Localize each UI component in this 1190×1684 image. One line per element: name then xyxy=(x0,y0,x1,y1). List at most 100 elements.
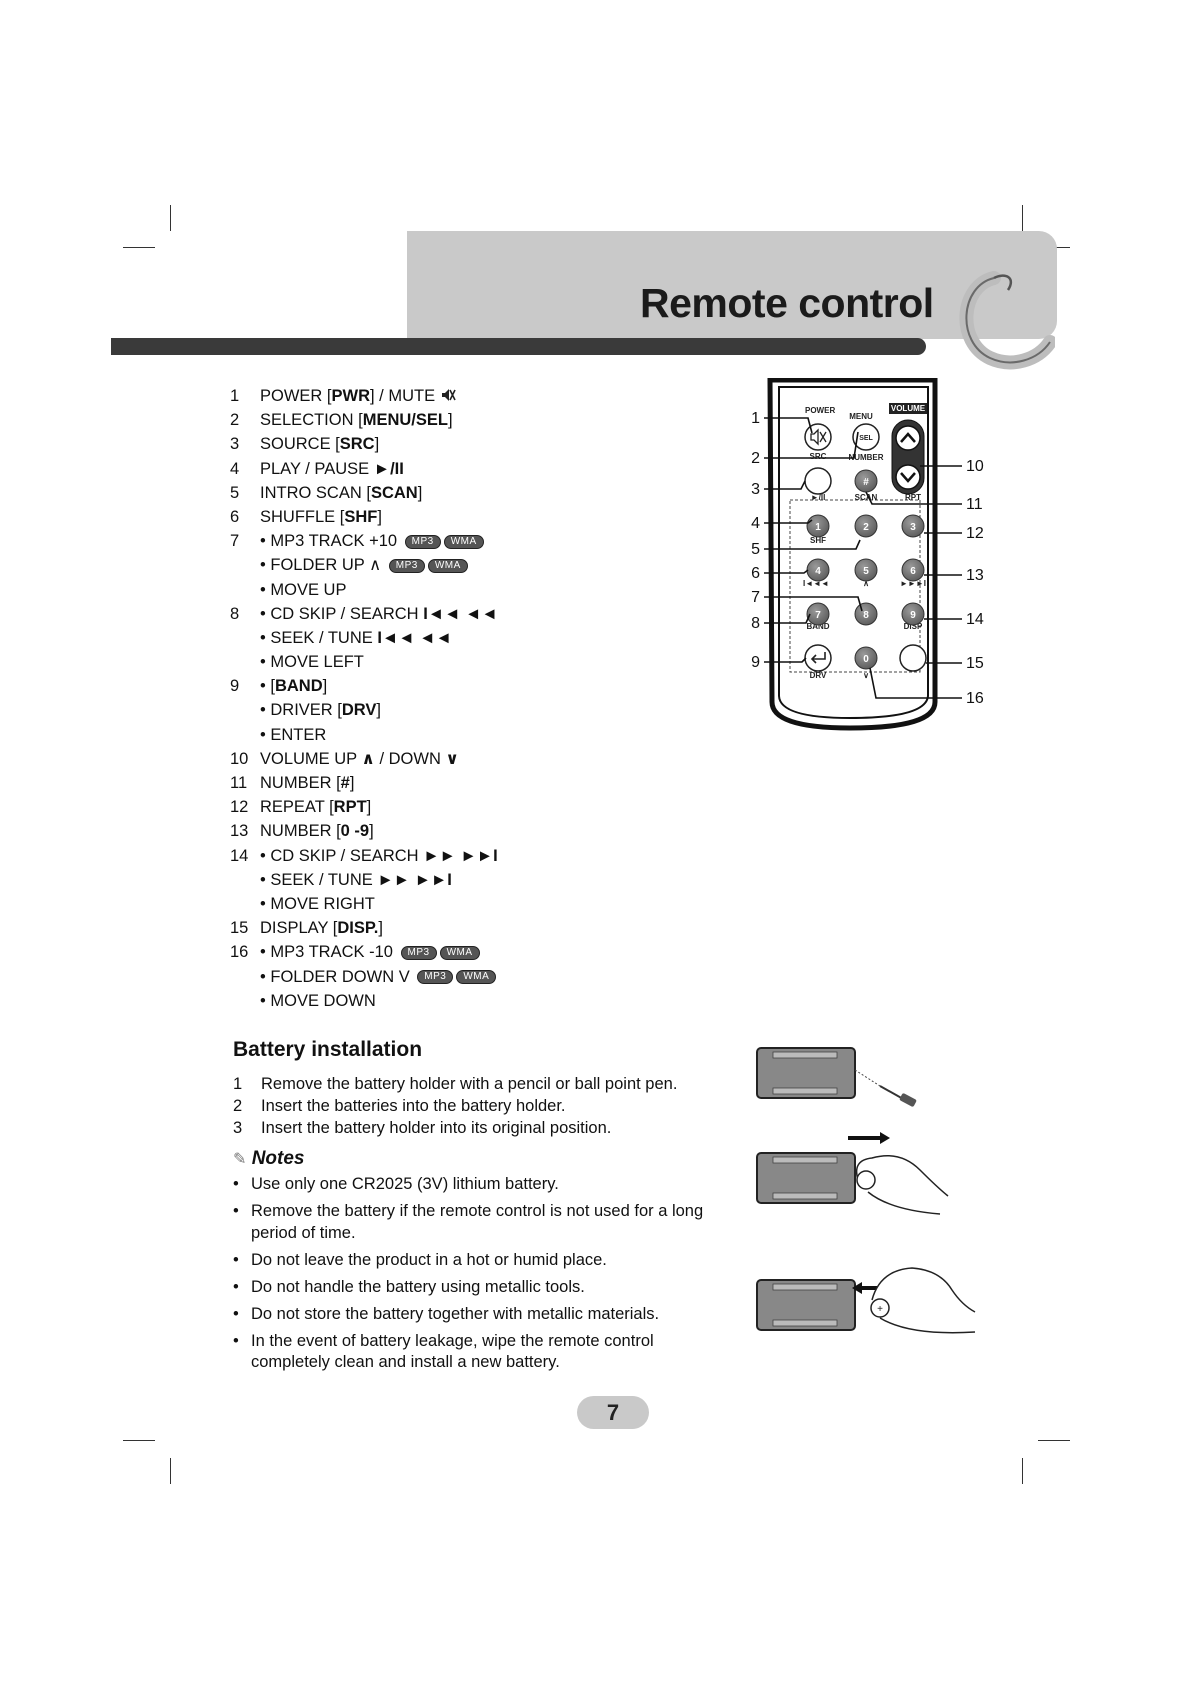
callout-number: 13 xyxy=(966,567,984,584)
item-text: SELECTION [MENU/SEL] xyxy=(260,408,453,432)
item-number: 2 xyxy=(230,411,240,430)
digit-button[interactable] xyxy=(806,602,830,626)
item-text-part: • MOVE DOWN xyxy=(260,991,376,1010)
notes-heading: ✎ Notes xyxy=(233,1148,304,1170)
digit-label: 4 xyxy=(815,566,821,577)
key-label: PWR xyxy=(331,387,371,405)
remote-label-prev: I◄◄◄ xyxy=(803,579,829,588)
crop-mark xyxy=(1022,1458,1023,1484)
digit-button[interactable] xyxy=(901,558,925,582)
item-text-part: REPEAT [ xyxy=(260,798,334,817)
step-number: 1 xyxy=(233,1075,243,1093)
remote-label-up: ∧ xyxy=(863,579,869,588)
callout-leader xyxy=(865,491,962,505)
list-item: • SEEK / TUNE ►► ►►I xyxy=(230,868,730,892)
remote-label-band: BAND xyxy=(806,622,829,631)
item-text-part: • [ xyxy=(260,677,275,696)
callout-number: 4 xyxy=(751,515,760,532)
band-enter-button[interactable] xyxy=(804,644,832,672)
callout-leader xyxy=(764,657,807,663)
item-number: 10 xyxy=(230,749,249,768)
digit-button[interactable] xyxy=(806,514,830,538)
remote-label-number: NUMBER xyxy=(848,453,883,462)
digit-label: 5 xyxy=(863,566,869,577)
item-text: • MOVE LEFT xyxy=(260,650,364,674)
battery-step1-illustration xyxy=(756,1047,917,1107)
callout-number: 2 xyxy=(751,450,760,467)
callout-number: 9 xyxy=(751,654,760,671)
item-number: 14 xyxy=(230,846,249,865)
format-badge: WMA xyxy=(427,558,468,573)
callout-leader xyxy=(764,417,813,434)
step-text: Insert the battery holder into its origi… xyxy=(261,1119,612,1137)
list-item: • ENTER xyxy=(230,723,730,747)
callout-leader xyxy=(764,539,861,550)
disp-button[interactable] xyxy=(899,644,927,672)
remote-label-volume: VOLUME xyxy=(891,404,926,413)
mute-icon xyxy=(810,428,827,446)
decorative-curl-icon xyxy=(959,271,1055,370)
mute-icon xyxy=(440,387,456,405)
digit-button[interactable] xyxy=(854,514,878,538)
item-text-part: • MOVE UP xyxy=(260,580,347,599)
item-text: • MOVE DOWN xyxy=(260,989,376,1013)
battery-step2-illustration xyxy=(756,1132,949,1215)
digit-label: 6 xyxy=(910,566,916,577)
item-number: 4 xyxy=(230,459,240,478)
header-band xyxy=(407,231,1057,339)
format-badge: MP3 xyxy=(400,945,437,960)
list-item: 2 SELECTION [MENU/SEL] xyxy=(230,408,730,432)
list-item: • DRIVER [DRV] xyxy=(230,698,730,722)
item-text-part: ] xyxy=(377,507,382,526)
page-title: Remote control xyxy=(640,280,934,326)
item-number: 6 xyxy=(230,507,240,526)
format-badge: WMA xyxy=(439,945,480,960)
item-text-part: • MP3 TRACK +10 xyxy=(260,532,402,551)
volume-down-button[interactable] xyxy=(895,464,921,490)
callout-number: 16 xyxy=(966,690,984,707)
format-badge: WMA xyxy=(443,534,484,549)
item-number: 1 xyxy=(230,387,240,405)
item-text: NUMBER [#] xyxy=(260,771,354,795)
chevron-up-icon xyxy=(900,432,916,443)
note-item: Do not handle the battery using metallic… xyxy=(233,1277,733,1299)
battery-holder-illustrations: + xyxy=(756,1047,976,1334)
callout-number: 11 xyxy=(966,496,983,513)
enter-arrow-icon xyxy=(810,652,826,664)
key-label: ∧ xyxy=(361,749,375,768)
format-badge: WMA xyxy=(456,970,497,985)
item-text-part: • FOLDER UP ∧ xyxy=(260,556,386,575)
digit-label: 2 xyxy=(863,522,869,533)
sel-button[interactable] xyxy=(852,423,880,451)
callout-number: 3 xyxy=(751,481,760,498)
item-number: 13 xyxy=(230,822,249,841)
notes-list: Use only one CR2025 (3V) lithium battery… xyxy=(233,1174,733,1379)
list-item: 8• CD SKIP / SEARCH I◄◄ ◄◄ xyxy=(230,602,730,626)
callout-number: 10 xyxy=(966,458,984,475)
item-text: VOLUME UP ∧ / DOWN ∨ xyxy=(260,747,459,771)
src-button[interactable] xyxy=(804,467,832,495)
callout-leader xyxy=(764,431,859,459)
list-item: 10 VOLUME UP ∧ / DOWN ∨ xyxy=(230,747,730,771)
remote-label-src: SRC xyxy=(810,452,827,461)
item-text: PLAY / PAUSE ►/II xyxy=(260,457,404,481)
digit-button[interactable] xyxy=(854,558,878,582)
key-label: ►/II xyxy=(373,459,404,478)
digit-button[interactable] xyxy=(854,646,878,670)
key-label: I◄◄ ◄◄ xyxy=(423,604,498,623)
item-text-part: ] xyxy=(369,822,374,841)
item-text: • MOVE UP xyxy=(260,578,346,602)
battery-step3-illustration: + xyxy=(756,1267,976,1334)
callout-number: 7 xyxy=(751,589,760,606)
key-label: DISP. xyxy=(337,919,379,938)
digit-button[interactable] xyxy=(901,602,925,626)
digit-button[interactable] xyxy=(901,514,925,538)
item-text-part: • MOVE RIGHT xyxy=(260,894,375,913)
volume-up-button[interactable] xyxy=(895,425,921,451)
